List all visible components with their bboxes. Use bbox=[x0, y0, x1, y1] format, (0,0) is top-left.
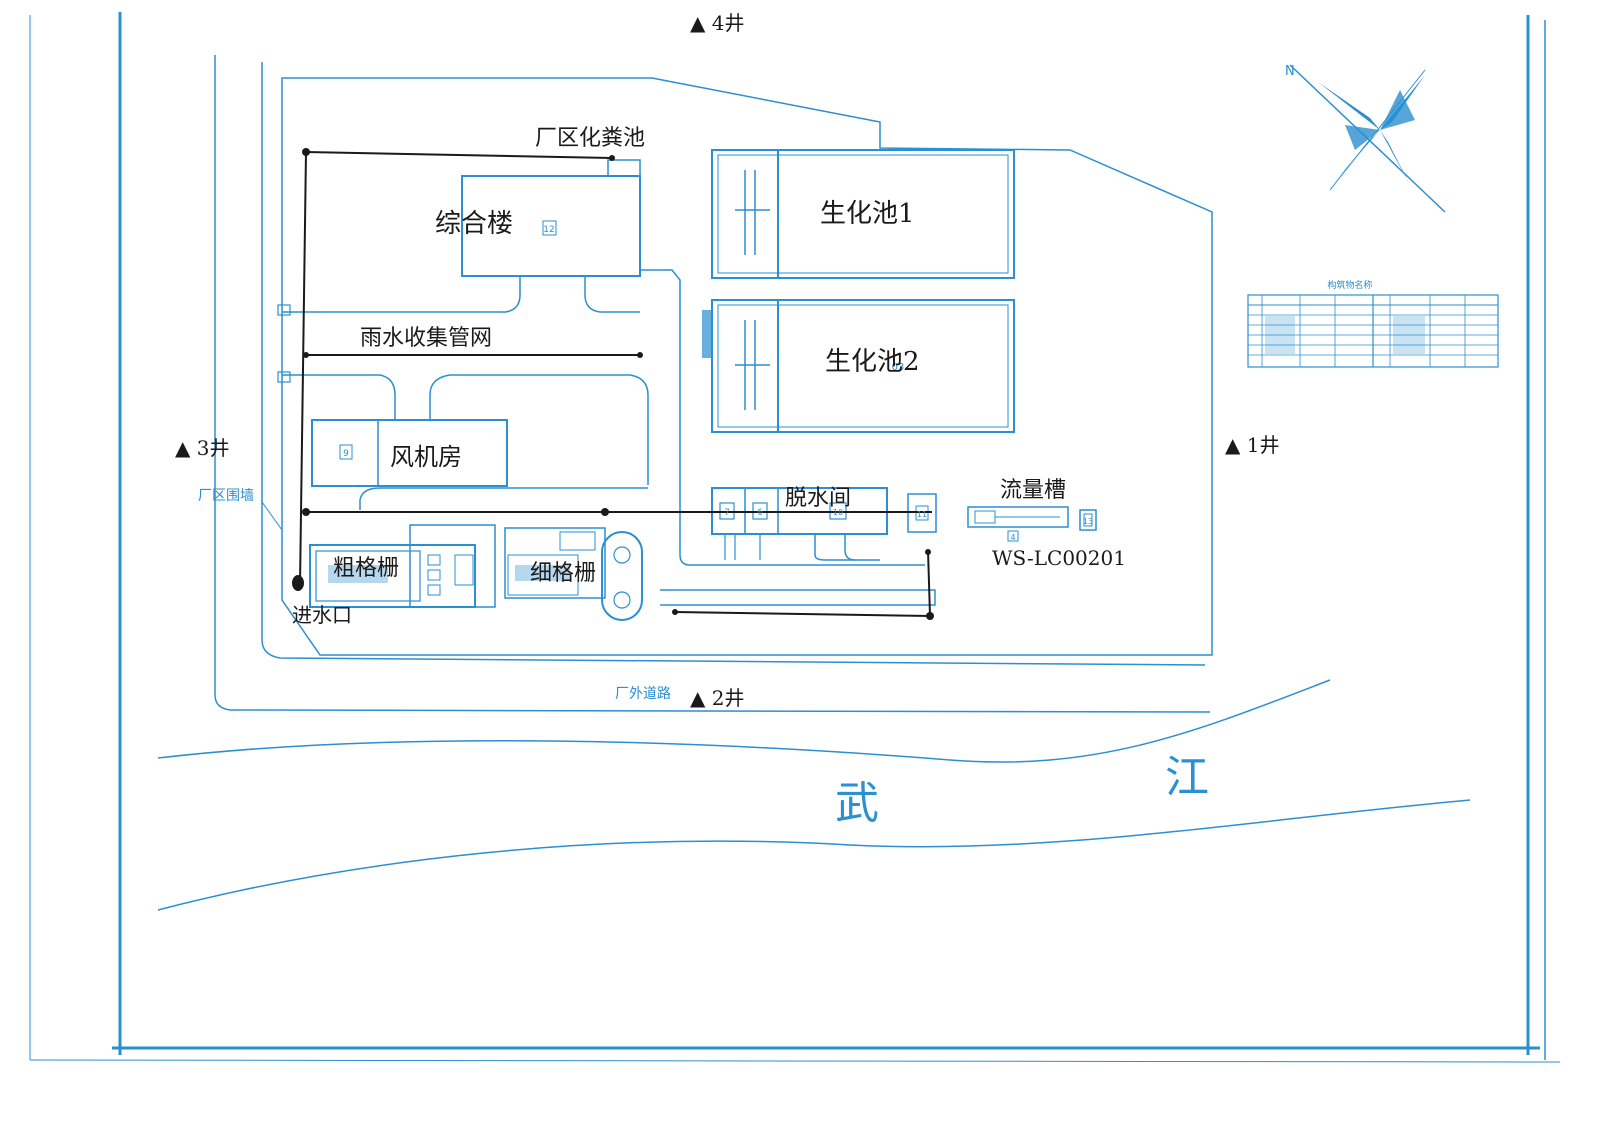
plant-road-inner bbox=[261, 62, 1206, 666]
building-number: 03 bbox=[892, 362, 905, 373]
bio-tank-2-label: 生化池2 bbox=[825, 347, 920, 377]
inlet-label: 进水口 bbox=[292, 603, 352, 627]
river-bank-north bbox=[157, 679, 1331, 763]
bio-tank-1 bbox=[711, 149, 1015, 279]
building-number: 4 bbox=[1010, 533, 1015, 542]
river-bank-south bbox=[157, 799, 1471, 911]
rain-network-label: 雨水收集管网 bbox=[360, 326, 492, 351]
building-number: 6 bbox=[757, 508, 763, 518]
well-2-label: ▲ 2井 bbox=[690, 686, 744, 710]
coarse-screen-label: 粗格栅 bbox=[333, 556, 399, 581]
compass-north-label: N bbox=[1285, 64, 1295, 79]
septic-tank-label: 厂区化粪池 bbox=[535, 126, 645, 151]
river-label-jiang: 江 bbox=[1165, 752, 1209, 803]
bio-tank-2 bbox=[702, 299, 1015, 433]
plant-boundary bbox=[281, 77, 1213, 656]
compass-rose-icon: N bbox=[1285, 64, 1446, 213]
internal-road-2 bbox=[660, 589, 936, 606]
building-number: 7 bbox=[724, 508, 730, 518]
building-number: 10 bbox=[833, 508, 843, 517]
building-number: 12 bbox=[543, 225, 554, 235]
fine-screen-label: 细格栅 bbox=[530, 561, 596, 586]
well-3-label: ▲ 3井 bbox=[175, 436, 229, 460]
well-4-label: ▲ 4井 bbox=[690, 11, 744, 35]
leader-line bbox=[261, 501, 283, 531]
internal-road bbox=[359, 487, 648, 510]
wall-marker bbox=[277, 304, 291, 316]
building-number: 11 bbox=[917, 510, 927, 519]
rain-pipe-network bbox=[292, 148, 934, 620]
building-number-labels: 12 03 9 7 6 10 11 13 4 bbox=[339, 220, 1093, 542]
building-number: 13 bbox=[1083, 517, 1093, 526]
bio-tank-1-label: 生化池1 bbox=[820, 199, 915, 229]
drawing-frame bbox=[29, 12, 1561, 1063]
blower-room-label: 风机房 bbox=[390, 443, 462, 471]
structure-legend-table: 构筑物名称 bbox=[1247, 279, 1499, 368]
fine-screen-structure bbox=[504, 527, 643, 621]
office-building bbox=[282, 159, 925, 566]
outside-road-label: 厂外道路 bbox=[615, 686, 671, 702]
legend-title: 构筑物名称 bbox=[1327, 279, 1372, 291]
flow-tank bbox=[967, 506, 1097, 542]
office-building-label: 综合楼 bbox=[435, 209, 513, 239]
blower-room bbox=[282, 374, 649, 487]
flow-tank-code: WS-LC00201 bbox=[992, 546, 1126, 570]
coarse-screen-structure bbox=[309, 524, 496, 608]
well-1-label: ▲ 1井 bbox=[1225, 433, 1279, 457]
dewatering-room-label: 脱水间 bbox=[785, 486, 851, 511]
building-number: 9 bbox=[343, 449, 349, 459]
river-label-wu: 武 bbox=[835, 778, 879, 829]
outer-road bbox=[214, 55, 1211, 713]
flow-tank-label: 流量槽 bbox=[1000, 478, 1066, 503]
plant-wall-label: 厂区围墙 bbox=[198, 488, 254, 504]
wall-marker bbox=[277, 371, 291, 383]
